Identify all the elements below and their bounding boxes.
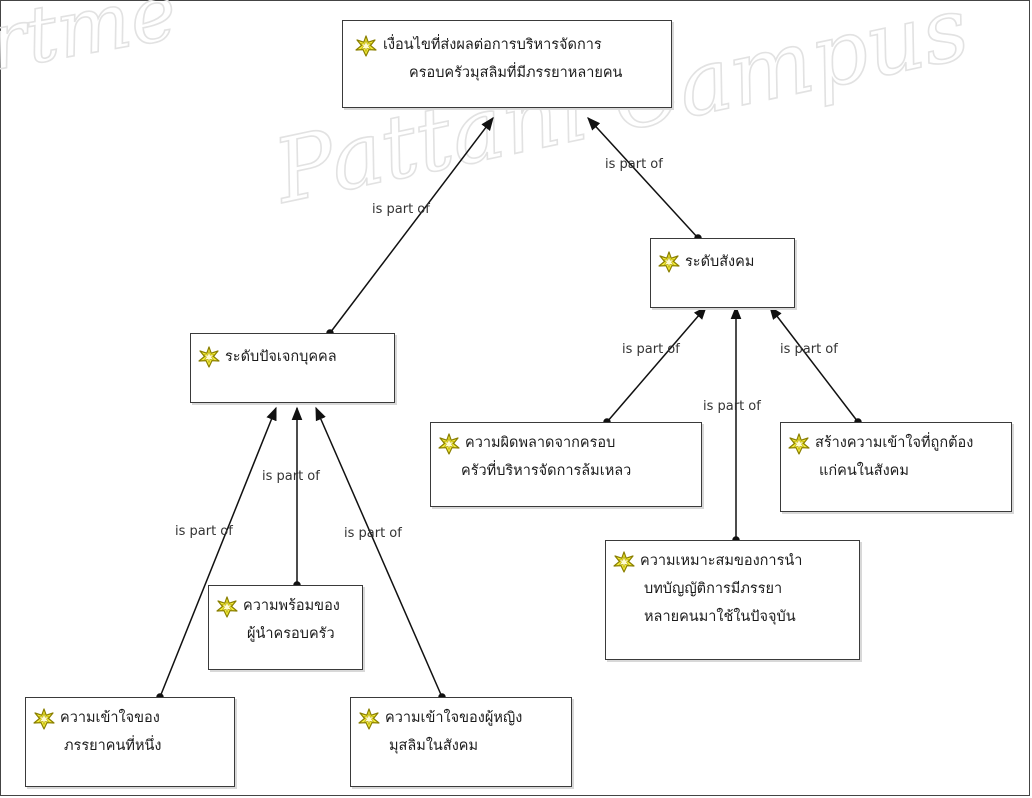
sparkle-star-icon bbox=[358, 708, 380, 730]
node-root-line-1: เงื่อนไขที่ส่งผลต่อการบริหารจัดการ bbox=[383, 37, 602, 53]
node-root-line-2: ครอบครัวมุสลิมที่มีภรรยาหลายคน bbox=[409, 65, 623, 81]
edge-social-root-label: is part of bbox=[605, 157, 663, 172]
edge-individual-root-label: is part of bbox=[372, 202, 430, 217]
node-suitability[interactable]: ความเหมาะสมของการนำ บทบัญญัติการมีภรรยา … bbox=[605, 540, 860, 660]
node-individual-line-1: ระดับปัจเจกบุคคล bbox=[225, 349, 337, 365]
node-awareness-line-1: สร้างความเข้าใจที่ถูกต้อง bbox=[815, 435, 974, 451]
edge-firstwife-individual bbox=[159, 406, 277, 698]
edge-suitability-social-label: is part of bbox=[703, 399, 761, 414]
sparkle-star-icon bbox=[355, 35, 377, 57]
edge-women-individual bbox=[315, 406, 443, 698]
edge-failure-social bbox=[606, 305, 707, 423]
node-suitability-line-2: บทบัญญัติการมีภรรยา bbox=[644, 581, 783, 597]
node-women[interactable]: ความเข้าใจของผู้หญิง มุสลิมในสังคม bbox=[350, 697, 572, 787]
node-root[interactable]: เงื่อนไขที่ส่งผลต่อการบริหารจัดการ ครอบค… bbox=[342, 20, 672, 108]
node-first-wife-line-1: ความเข้าใจของ bbox=[60, 710, 160, 726]
sparkle-star-icon bbox=[788, 433, 810, 455]
node-women-text: ความเข้าใจของผู้หญิง มุสลิมในสังคม bbox=[385, 704, 522, 760]
node-social[interactable]: ระดับสังคม bbox=[650, 238, 795, 308]
node-root-text: เงื่อนไขที่ส่งผลต่อการบริหารจัดการ ครอบค… bbox=[383, 31, 622, 87]
node-women-line-1: ความเข้าใจของผู้หญิง bbox=[385, 710, 523, 726]
node-individual[interactable]: ระดับปัจเจกบุคคล bbox=[190, 333, 395, 403]
node-failure[interactable]: ความผิดพลาดจากครอบ ครัวที่บริหารจัดการล้… bbox=[430, 422, 702, 507]
node-first-wife-text: ความเข้าใจของ ภรรยาคนที่หนึ่ง bbox=[60, 704, 162, 760]
edge-leader-individual-label: is part of bbox=[262, 469, 320, 484]
node-leader-line-1: ความพร้อมของ bbox=[243, 598, 340, 614]
node-individual-text: ระดับปัจเจกบุคคล bbox=[225, 343, 337, 371]
sparkle-star-icon bbox=[438, 433, 460, 455]
edge-awareness-social-label: is part of bbox=[780, 342, 838, 357]
sparkle-star-icon bbox=[216, 596, 238, 618]
node-awareness-line-2: แก่คนในสังคม bbox=[819, 463, 909, 479]
node-failure-line-1: ความผิดพลาดจากครอบ bbox=[465, 435, 616, 451]
node-leader-text: ความพร้อมของ ผู้นำครอบครัว bbox=[243, 592, 340, 648]
edge-individual-root bbox=[329, 116, 494, 334]
sparkle-star-icon bbox=[613, 551, 635, 573]
node-women-line-2: มุสลิมในสังคม bbox=[389, 738, 479, 754]
edge-women-individual-label: is part of bbox=[344, 526, 402, 541]
node-suitability-line-3: หลายคนมาใช้ในปัจจุบัน bbox=[644, 609, 796, 625]
node-leader-line-2: ผู้นำครอบครัว bbox=[247, 626, 335, 642]
edge-social-root bbox=[587, 117, 699, 239]
node-failure-text: ความผิดพลาดจากครอบ ครัวที่บริหารจัดการล้… bbox=[461, 429, 631, 485]
sparkle-star-icon bbox=[658, 251, 680, 273]
node-awareness[interactable]: สร้างความเข้าใจที่ถูกต้อง แก่คนในสังคม bbox=[780, 422, 1012, 512]
node-social-text: ระดับสังคม bbox=[685, 248, 754, 276]
node-awareness-text: สร้างความเข้าใจที่ถูกต้อง แก่คนในสังคม bbox=[815, 429, 973, 485]
edge-awareness-social bbox=[769, 305, 859, 423]
node-first-wife[interactable]: ความเข้าใจของ ภรรยาคนที่หนึ่ง bbox=[25, 697, 235, 787]
sparkle-star-icon bbox=[33, 708, 55, 730]
node-suitability-line-1: ความเหมาะสมของการนำ bbox=[640, 553, 803, 569]
edge-failure-social-label: is part of bbox=[622, 342, 680, 357]
edge-firstwife-individual-label: is part of bbox=[175, 524, 233, 539]
node-leader[interactable]: ความพร้อมของ ผู้นำครอบครัว bbox=[208, 585, 363, 670]
sparkle-star-icon bbox=[198, 346, 220, 368]
node-suitability-text: ความเหมาะสมของการนำ บทบัญญัติการมีภรรยา … bbox=[640, 547, 802, 631]
node-social-line-1: ระดับสังคม bbox=[685, 254, 755, 270]
node-first-wife-line-2: ภรรยาคนที่หนึ่ง bbox=[64, 738, 162, 754]
node-failure-line-2: ครัวที่บริหารจัดการล้มเหลว bbox=[461, 463, 632, 479]
